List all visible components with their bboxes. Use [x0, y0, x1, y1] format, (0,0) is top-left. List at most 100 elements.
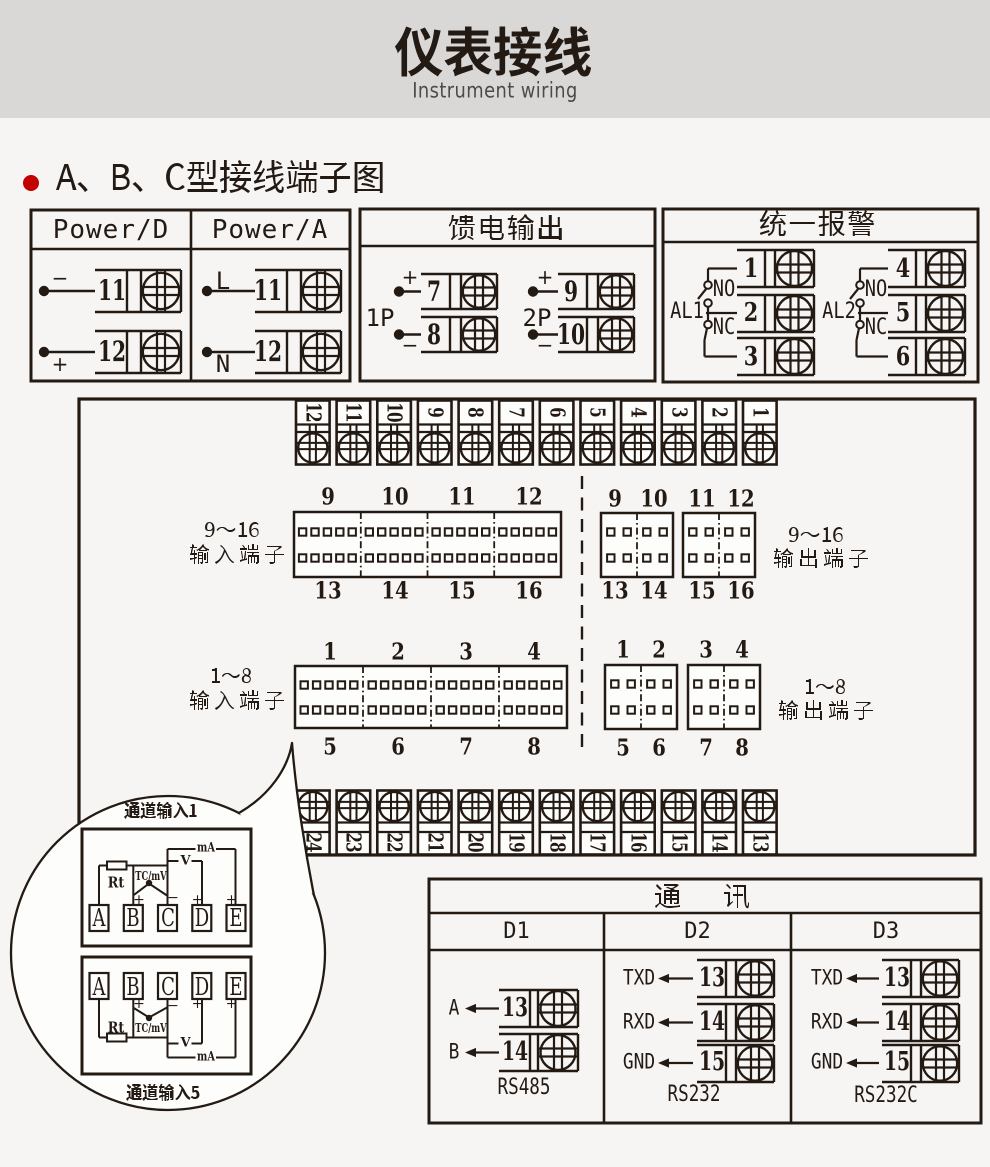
arrow-head-icon — [658, 1017, 669, 1028]
channel-terminal-letter: D — [194, 972, 210, 1001]
channel-current-label: mA — [196, 840, 215, 856]
input-label-glyph-path — [190, 544, 284, 564]
channel-terminal-letter: E — [229, 904, 243, 932]
comm-title-glyph-2-path — [724, 884, 749, 909]
strip-number: 24 — [301, 832, 326, 852]
channel-plus-b: + — [133, 996, 145, 1012]
strip-number: 18 — [544, 832, 570, 852]
comm-title-glyph-2 — [724, 884, 749, 909]
comm-terminal-number: 14 — [883, 1006, 911, 1037]
channel-detail-1 — [80, 955, 253, 1076]
balloon-tail-outline — [237, 741, 316, 897]
channel-plus-d: + — [191, 892, 204, 908]
wire-dot — [527, 286, 539, 297]
connector-number: 7 — [699, 734, 713, 762]
feed-output-title-glyph — [448, 214, 562, 240]
channel-terminal-letter: B — [126, 904, 140, 932]
connector-number: 8 — [527, 733, 541, 761]
input-label-glyph-2-path — [190, 690, 284, 710]
comm-title-glyph-1 — [655, 884, 680, 908]
arrow-head-icon — [465, 1003, 476, 1014]
channel-minus-c: − — [167, 997, 179, 1014]
alarm-title-glyph — [759, 210, 874, 236]
power-a-terminal-label: N — [215, 350, 231, 378]
connector-number: 8 — [735, 734, 749, 762]
comm-footer-label: RS232C — [854, 1083, 918, 1108]
feed-output-title-glyph-path — [448, 214, 562, 240]
line — [148, 882, 168, 897]
comm-d2 — [658, 958, 776, 1084]
arrow-head-icon — [846, 1058, 857, 1068]
input-range-label-glyph-2 — [211, 668, 251, 683]
output-range-label-glyph-path — [789, 527, 843, 542]
comm-col-header: D2 — [684, 918, 711, 944]
feed-terminal-number: 10 — [556, 317, 586, 351]
channel-terminal-letter: D — [194, 904, 210, 932]
channel-volt-label: V — [180, 853, 191, 869]
channel-plus-e: + — [225, 892, 238, 908]
channel-volt-label: V — [180, 1035, 191, 1051]
power-d-terminal-number: 11 — [97, 274, 127, 307]
circle — [703, 319, 713, 330]
channel-terminal-letter: A — [92, 972, 106, 1001]
connector-number: 6 — [391, 733, 405, 761]
connector-number: 2 — [391, 638, 405, 666]
feed-terminal-polarity: + — [401, 265, 419, 289]
strip-number: 20 — [463, 832, 489, 852]
strip-number: 10 — [382, 402, 408, 422]
alarm-no-label: NO — [712, 277, 736, 302]
channel-terminal-letter: A — [92, 904, 106, 932]
comm-signal-label: RXD — [810, 1009, 844, 1033]
line — [133, 1007, 150, 1019]
arrow-head-icon — [465, 1047, 476, 1058]
feed-terminal-1-0 — [527, 272, 636, 311]
strip-number: 11 — [341, 402, 367, 422]
strip-number: 7 — [504, 407, 529, 417]
comm-footer-label: RS485 — [497, 1074, 551, 1100]
connector-number: 12 — [727, 485, 755, 513]
strip-number: 15 — [666, 832, 692, 852]
input-range-label-glyph-2-path — [211, 668, 251, 683]
line — [855, 327, 861, 341]
feed-group-label: 1P — [365, 304, 395, 332]
strip-number: 2 — [707, 407, 733, 417]
wire-dot — [38, 285, 50, 297]
circle — [855, 319, 865, 330]
wire-dot — [393, 286, 405, 297]
arrow-head-icon — [658, 973, 669, 984]
line — [849, 287, 860, 300]
strip-number: 14 — [707, 832, 733, 852]
connector-number: 1 — [616, 636, 630, 664]
connector-number: 3 — [459, 638, 473, 666]
comm-terminal-number: 14 — [501, 1037, 529, 1067]
strip-number: 22 — [382, 832, 408, 852]
power-d-terminal-0 — [38, 268, 183, 314]
connector-number: 6 — [652, 734, 666, 762]
power-a-terminal-number: 12 — [253, 335, 283, 368]
feed-terminal-number: 8 — [426, 317, 442, 351]
channel-detail-0 — [80, 827, 253, 948]
channel-terminal-letter: C — [160, 904, 175, 932]
comm-col-header: D3 — [872, 918, 900, 944]
channel-plus-e: + — [225, 996, 238, 1012]
feed-terminal-0-0 — [393, 272, 499, 311]
alarm-terminal-number: 5 — [895, 298, 911, 328]
strip-number: 16 — [626, 832, 651, 852]
feed-output-box — [358, 207, 657, 383]
strip-number: 5 — [585, 407, 611, 417]
power-d-title: Power/D — [52, 215, 170, 245]
callout-bottom-label-glyph — [126, 1084, 200, 1101]
connector-number: 13 — [601, 577, 629, 605]
power-a-terminal-0 — [201, 268, 343, 314]
comm-box — [427, 877, 983, 1125]
channel-plus-b: + — [133, 892, 145, 908]
connector-number: 16 — [514, 577, 543, 605]
alarm-terminal-number: 6 — [895, 341, 911, 372]
output-label-glyph-path — [774, 548, 868, 568]
connector-number: 9 — [321, 483, 336, 511]
connector-number: 15 — [688, 577, 716, 605]
rect — [661, 207, 980, 384]
comm-signal-label: A — [448, 995, 459, 1020]
wire-dot — [527, 329, 539, 340]
